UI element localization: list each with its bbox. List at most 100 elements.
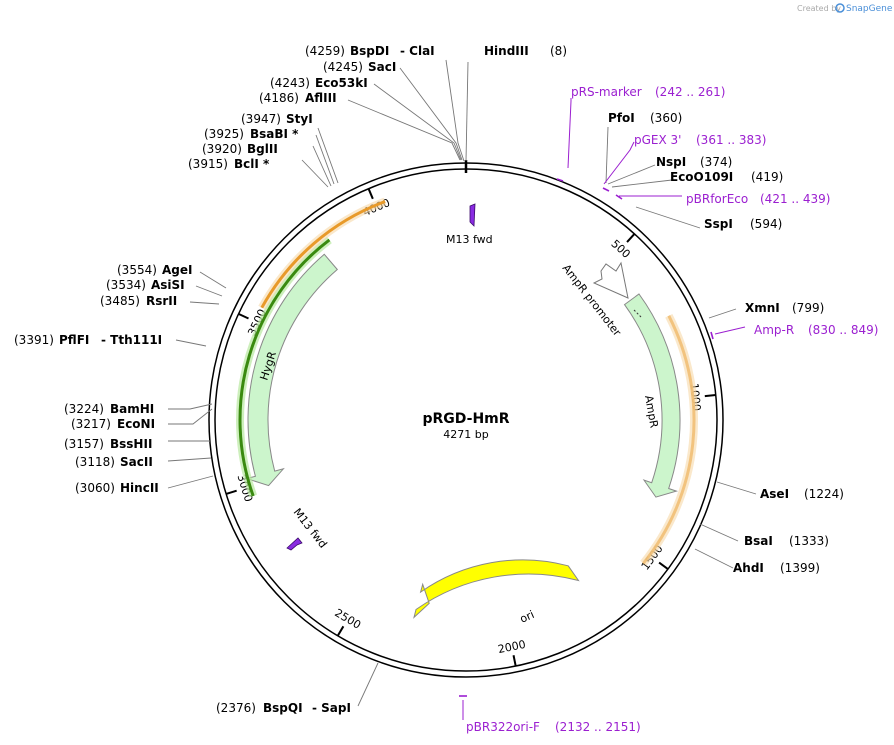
site-agei[interactable]: (3554) AgeI xyxy=(117,263,192,277)
primer-mark-pbrforeco xyxy=(615,194,623,200)
site-name: BspQI xyxy=(263,701,303,715)
site-saci[interactable]: (4245) SacI xyxy=(323,60,396,74)
site-pos: (3157) xyxy=(64,437,104,451)
m13-top-feature xyxy=(469,203,476,227)
site-bamhi[interactable]: (3224) BamHI xyxy=(64,402,154,416)
site-bspdi[interactable]: (4259) BspDI - ClaI xyxy=(305,44,435,58)
site-extra: - SapI xyxy=(312,701,351,715)
site-bspqi[interactable]: (2376) BspQI - SapI xyxy=(216,701,351,715)
tick-mark xyxy=(238,312,249,320)
primer-name: pGEX 3' xyxy=(634,133,681,147)
site-pos: (3947) xyxy=(241,112,281,126)
tick-label: 2500 xyxy=(332,606,363,631)
site-bcli[interactable]: (3915) BclI * xyxy=(188,157,270,171)
site-pos: (594) xyxy=(750,217,782,231)
ampr-promoter-boundary xyxy=(633,309,642,318)
site-pos: (3485) xyxy=(100,294,140,308)
site-name: PflFI xyxy=(59,333,89,347)
site-aflii[interactable]: (4186) AflIII xyxy=(259,91,337,105)
site-name: AflIII xyxy=(305,91,337,105)
site-bsabi[interactable]: (3925) BsaBI * xyxy=(204,127,299,141)
primer-range: (421 .. 439) xyxy=(760,192,830,206)
snapgene-brand-text: SnapGene xyxy=(846,4,893,14)
site-bsshii[interactable]: (3157) BssHII xyxy=(64,437,152,451)
m13-bottom-feature xyxy=(286,537,303,551)
primer-amp-r[interactable]: Amp-R (830 .. 849) xyxy=(754,323,878,337)
site-pflfi[interactable]: (3391) PflFI - Tth111I xyxy=(14,333,162,347)
site-pos: (3060) xyxy=(75,481,115,495)
site-name: NspI xyxy=(656,155,686,169)
site-bsai[interactable]: BsaI (1333) xyxy=(744,534,829,548)
plasmid-size: 4271 bp xyxy=(443,428,488,441)
site-xmni[interactable]: XmnI (799) xyxy=(745,301,824,315)
primer-prs-marker[interactable]: pRS-marker (242 .. 261) xyxy=(571,85,725,99)
site-pos: (4259) xyxy=(305,44,345,58)
site-name: BsaI xyxy=(744,534,773,548)
primer-name: Amp-R xyxy=(754,323,794,337)
ampr-promoter-feature xyxy=(592,261,629,299)
site-pos: (3925) xyxy=(204,127,244,141)
site-pos: (3920) xyxy=(202,142,242,156)
primer-leader-lines xyxy=(462,98,746,720)
site-name: BspDI xyxy=(350,44,389,58)
primer-pbr322ori[interactable]: pBR322ori-F (2132 .. 2151) xyxy=(466,720,641,734)
site-ahdi[interactable]: AhdI (1399) xyxy=(733,561,820,575)
site-name: BssHII xyxy=(110,437,152,451)
site-name: BsaBI * xyxy=(250,127,299,141)
site-name: HindIII xyxy=(484,44,529,58)
site-sacii[interactable]: (3118) SacII xyxy=(75,455,153,469)
site-sspi[interactable]: SspI (594) xyxy=(704,217,782,231)
site-pfoi[interactable]: PfoI (360) xyxy=(608,111,682,125)
site-pos: (374) xyxy=(700,155,732,169)
site-pos: (360) xyxy=(650,111,682,125)
site-assi[interactable]: (3534) AsiSI xyxy=(106,278,185,292)
primer-mark-prs-marker xyxy=(556,178,564,182)
tick-mark xyxy=(626,233,636,243)
primer-marks xyxy=(459,178,714,697)
site-nspi[interactable]: NspI (374) xyxy=(656,155,732,169)
site-name: Eco53kI xyxy=(315,76,368,90)
site-asei[interactable]: AseI (1224) xyxy=(760,487,844,501)
site-name: BglII xyxy=(247,142,278,156)
tick-mark xyxy=(336,625,345,637)
site-pos: (1399) xyxy=(780,561,820,575)
site-hincii[interactable]: (3060) HincII xyxy=(75,481,159,495)
site-eco0109i[interactable]: EcoO109I (419) xyxy=(670,170,783,184)
primer-range: (830 .. 849) xyxy=(808,323,878,337)
site-pos: (3224) xyxy=(64,402,104,416)
site-econi[interactable]: (3217) EcoNI xyxy=(71,417,155,431)
site-leader-lines xyxy=(167,59,757,707)
primer-pgex3[interactable]: pGEX 3' (361 .. 383) xyxy=(634,133,766,147)
primer-pbrforeco[interactable]: pBRforEco (421 .. 439) xyxy=(686,192,830,206)
site-name: PfoI xyxy=(608,111,635,125)
tick-mark xyxy=(225,489,237,495)
site-rsrii[interactable]: (3485) RsrII xyxy=(100,294,177,308)
site-bglii[interactable]: (3920) BglII xyxy=(202,142,278,156)
primer-mark-pgex3 xyxy=(602,187,610,192)
site-name: AhdI xyxy=(733,561,764,575)
tick-label: 2000 xyxy=(497,638,527,656)
site-name: AseI xyxy=(760,487,789,501)
primer-range: (2132 .. 2151) xyxy=(555,720,641,734)
site-pos: (4186) xyxy=(259,91,299,105)
site-hindiii[interactable]: HindIII (8) xyxy=(484,44,567,58)
site-pos: (4245) xyxy=(323,60,363,74)
site-name: HincII xyxy=(120,481,159,495)
site-name: EcoNI xyxy=(117,417,155,431)
site-name: EcoO109I xyxy=(670,170,733,184)
site-pos: (3391) xyxy=(14,333,54,347)
primer-name: pRS-marker xyxy=(571,85,642,99)
site-pos: (3118) xyxy=(75,455,115,469)
primer-mark-amp-r xyxy=(710,331,714,340)
site-name: SspI xyxy=(704,217,733,231)
site-pos: (2376) xyxy=(216,701,256,715)
site-pos: (3217) xyxy=(71,417,111,431)
hygr-orf-line xyxy=(238,238,331,497)
site-extra: - ClaI xyxy=(400,44,435,58)
site-eco53ki[interactable]: (4243) Eco53kI xyxy=(270,76,368,90)
site-pos: (799) xyxy=(792,301,824,315)
site-pos: (1333) xyxy=(789,534,829,548)
ori-feature xyxy=(413,559,580,619)
site-styi[interactable]: (3947) StyI xyxy=(241,112,313,126)
